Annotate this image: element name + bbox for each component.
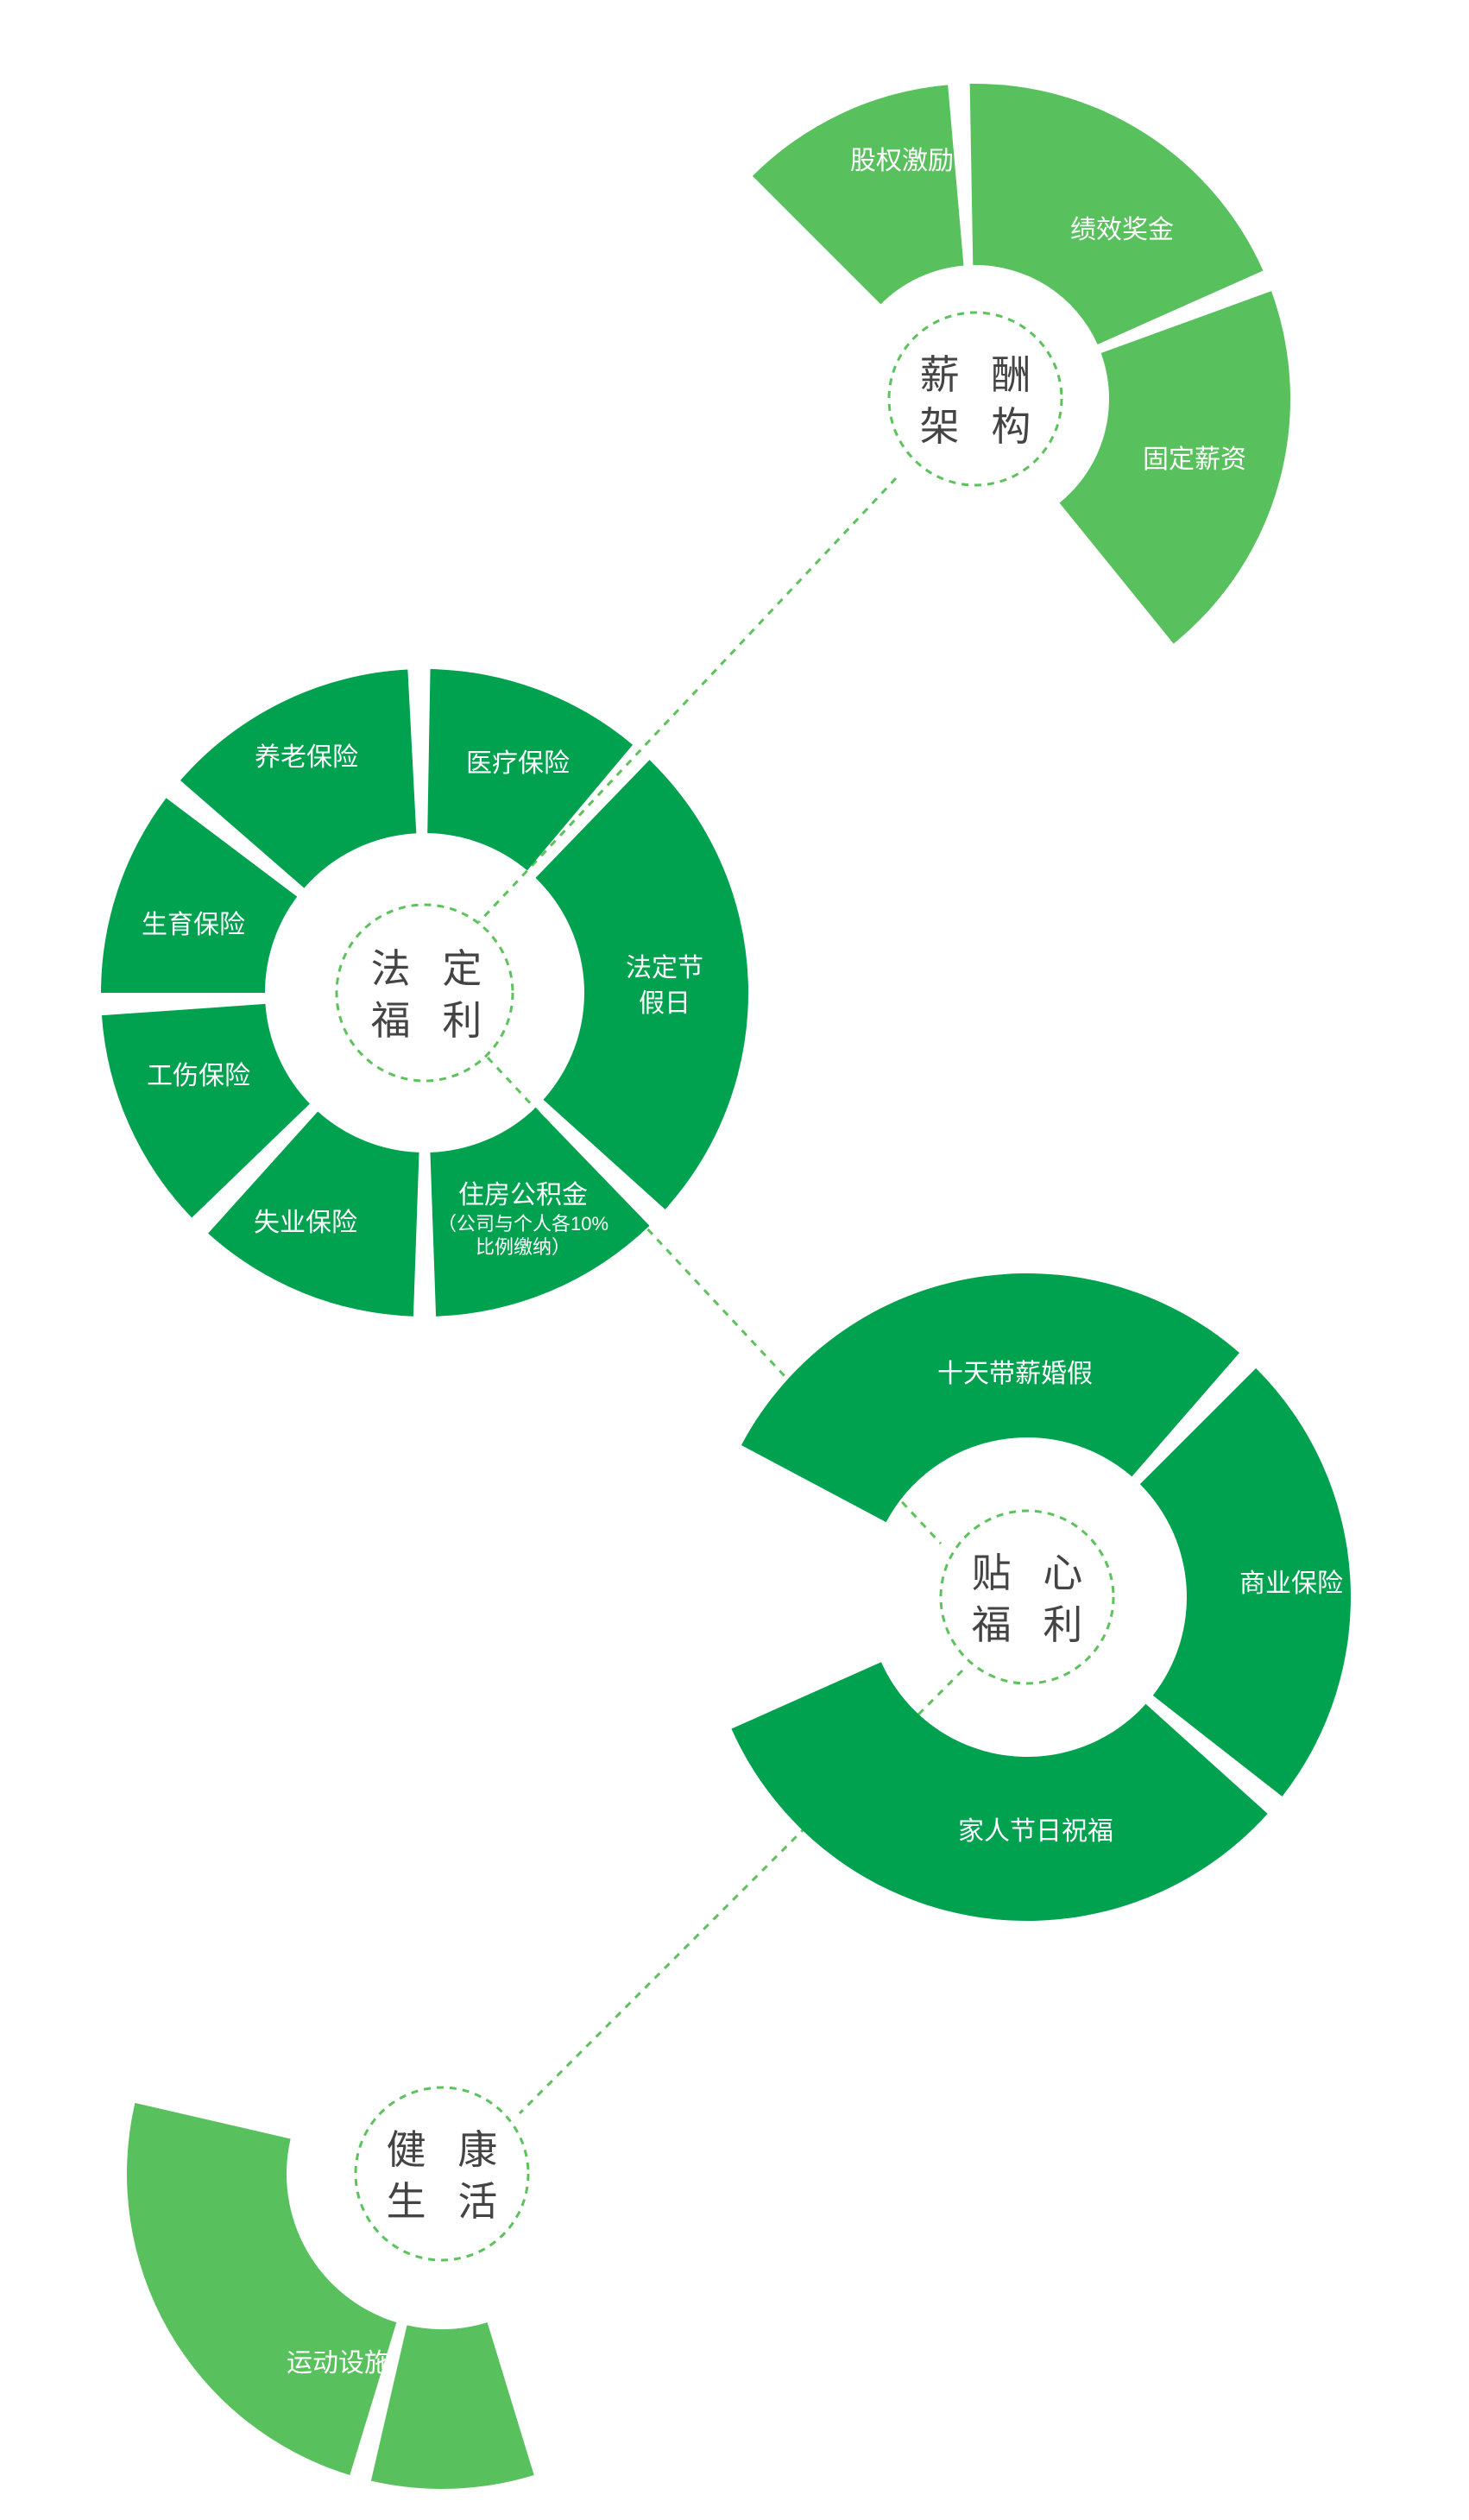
segment-family-holiday-greetings[interactable]: 家人节日祝福 — [958, 1817, 1113, 1846]
segment-work-injury-insurance[interactable]: 工伤保险 — [147, 1062, 250, 1090]
employee-checkup-segment-shape[interactable] — [126, 2102, 397, 2476]
salary-cluster: 薪 酬 架 构 股权激励 绩效奖金 固定薪资 — [752, 83, 1290, 644]
health-center-ring — [354, 2086, 530, 2262]
pension-insurance-segment-shape[interactable] — [180, 669, 417, 888]
segment-performance-bonus[interactable]: 绩效奖金 — [1070, 216, 1174, 244]
segment-equity-incentive[interactable]: 股权激励 — [850, 147, 954, 175]
housing-fund-segment-shape[interactable] — [430, 1108, 650, 1317]
holidays-segment-shape[interactable] — [535, 760, 748, 1209]
sports-facilities-segment-shape[interactable] — [370, 2322, 534, 2489]
salary-segments — [752, 83, 1290, 644]
caring-segments — [731, 1273, 1351, 1921]
segment-maternity-insurance[interactable]: 生育保险 — [142, 911, 245, 939]
commercial-insurance-segment-shape[interactable] — [1139, 1367, 1351, 1797]
segment-holidays-line1[interactable]: 法定节 — [626, 954, 703, 982]
statutory-center-ring — [335, 903, 514, 1083]
equity-incentive-segment-shape[interactable] — [752, 85, 964, 305]
caring-center-line2: 福 利 — [972, 1602, 1094, 1647]
segment-housing-fund-line1[interactable]: 住房公积金 — [458, 1181, 588, 1209]
caring-cluster: 贴 心 福 利 十天带薪婚假 商业保险 家人节日祝福 — [731, 1273, 1351, 1921]
health-cluster: 健 康 生 活 员工体检 运动设施 — [126, 2048, 534, 2489]
segment-sports-facilities[interactable]: 运动设施 — [287, 2349, 390, 2378]
caring-center-line1: 贴 心 — [972, 1551, 1094, 1595]
salary-center-ring — [887, 311, 1063, 487]
statutory-cluster: 法 定 福 利 医疗保险 法定节 假日 住房公积金 （公司与个人各10% 比例缴… — [101, 669, 748, 1317]
paid-marriage-leave-segment-shape[interactable] — [741, 1273, 1240, 1523]
health-center-line2: 生 活 — [387, 2179, 508, 2224]
segment-paid-marriage-leave[interactable]: 十天带薪婚假 — [937, 1360, 1093, 1388]
segment-medical-insurance[interactable]: 医疗保险 — [466, 749, 570, 778]
statutory-segments — [101, 669, 748, 1317]
segment-commercial-insurance[interactable]: 商业保险 — [1239, 1569, 1343, 1598]
segment-pension-insurance[interactable]: 养老保险 — [255, 743, 358, 772]
maternity-insurance-segment-shape[interactable] — [101, 798, 298, 993]
connector-salary-statutory — [477, 477, 898, 924]
health-segments — [126, 2102, 534, 2489]
work-injury-insurance-segment-shape[interactable] — [101, 1003, 310, 1218]
salary-center-line2: 架 构 — [920, 404, 1042, 449]
fixed-salary-segment-shape[interactable] — [1059, 291, 1290, 644]
segment-holidays-line2[interactable]: 假日 — [639, 989, 690, 1018]
segment-unemployment-insurance[interactable]: 失业保险 — [254, 1209, 357, 1237]
segment-housing-fund-line2[interactable]: （公司与个人各10% — [438, 1213, 608, 1235]
segment-fixed-salary[interactable]: 固定薪资 — [1143, 445, 1246, 474]
salary-center-line1: 薪 酬 — [920, 352, 1042, 397]
statutory-center-line1: 法 定 — [371, 946, 493, 991]
performance-bonus-segment-shape[interactable] — [969, 83, 1264, 344]
health-center-line1: 健 康 — [387, 2127, 508, 2172]
segment-housing-fund-line3[interactable]: 比例缴纳） — [476, 1236, 571, 1258]
family-holiday-greetings-segment-shape[interactable] — [731, 1662, 1268, 1921]
medical-insurance-segment-shape[interactable] — [427, 669, 634, 871]
segment-employee-checkup[interactable]: 员工体检 — [183, 2048, 287, 2076]
caring-center-ring — [939, 1509, 1115, 1685]
statutory-center-line2: 福 利 — [371, 998, 493, 1043]
unemployment-insurance-segment-shape[interactable] — [208, 1111, 419, 1317]
